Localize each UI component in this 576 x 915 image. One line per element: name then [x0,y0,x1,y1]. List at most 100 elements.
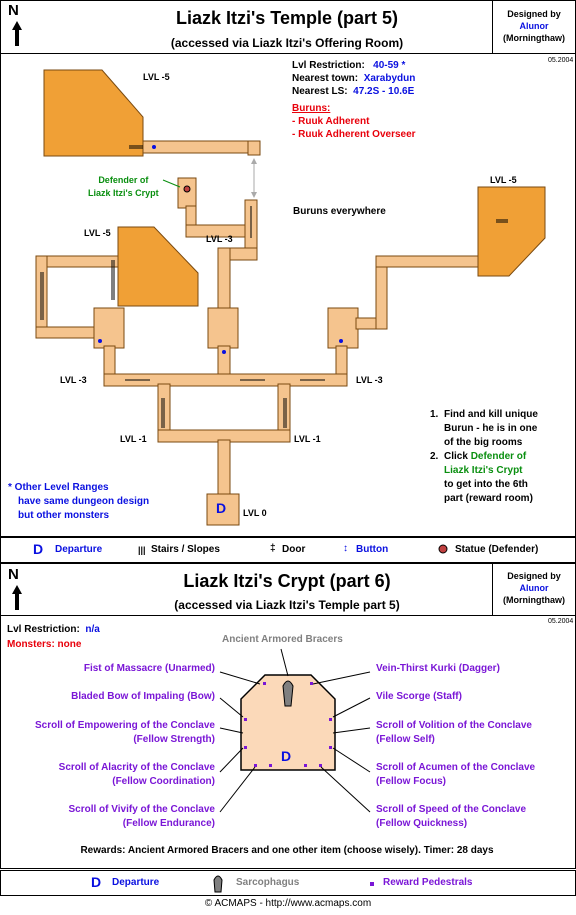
nearest-ls-label: Nearest LS: [292,86,348,97]
map1-dungeon-layout [35,69,546,526]
designed-by-label: Designed by [507,9,561,19]
corridor-top-left-end [247,140,261,156]
burun-2: - Ruuk Adherent Overseer [292,129,416,140]
lvl-label-right: LVL -5 [490,175,517,185]
defender-room [177,177,197,209]
designer-server: (Morningthaw) [503,33,565,43]
buruns-label: Buruns: [292,103,331,114]
corridor-to-entry [217,439,231,497]
step1-line1: Find and kill unique [444,409,538,420]
left-item-3-desc: (Fellow Strength) [133,734,215,745]
departure-marker[interactable]: D [216,500,227,516]
legend2-departure: Departure [112,877,160,888]
burun-1: - Ruuk Adherent [292,116,370,127]
map1-date: 05.2004 [548,57,574,64]
defender-label-line1: Defender of [98,175,149,185]
right-item-4-desc: (Fellow Focus) [376,776,446,787]
step2-link-line1[interactable]: Defender of [470,451,527,462]
lvl-restriction-value: 40-59 * [373,60,406,71]
other-levels-line3: but other monsters [18,510,110,521]
corridor-left-loop-bottom [35,326,97,339]
step1-line3: of the big rooms [444,437,523,448]
left-item-1-name: Fist of Massacre (Unarmed) [83,663,215,674]
right-item-1-name: Vein-Thirst Kurki (Dagger) [376,663,500,674]
step2-line3: to get into the 6th [444,479,528,490]
lvl-label-left-minus1: LVL -1 [120,434,147,444]
footer-credit[interactable]: © ACMAPS - http://www.acmaps.com [204,898,372,909]
step2-link-line2[interactable]: Liazk Itzi's Crypt [444,465,523,476]
room-right [477,186,546,277]
right-item-5-name: Scroll of Speed of the Conclave [376,804,527,815]
crypt-departure-marker[interactable]: D [281,748,292,764]
step1-line2: Burun - he is in one [444,423,538,434]
left-item-3-name: Scroll of Empowering of the Conclave [34,720,215,731]
map2-title: Liazk Itzi's Crypt (part 6) [183,571,391,591]
left-item-4: Scroll of Alacrity of the Conclave (Fell… [59,761,215,789]
center-mid-room [207,307,239,349]
step1-number: 1. [430,409,439,420]
door-icon: ‡ [270,543,276,554]
corridor-center-down [217,247,231,311]
defender-label-line2: Liazk Itzi's Crypt [88,188,159,198]
map1-compass: N [6,2,28,48]
map1-designer-box: Designed by Alunor (Morningthaw) [492,0,575,53]
right-item-3-desc: (Fellow Self) [376,734,435,745]
buruns-everywhere: Buruns everywhere [293,206,386,217]
designer-name-2: Alunor [519,583,549,593]
right-item-5: Scroll of Speed of the Conclave (Fellow … [376,803,526,831]
corridor-main-lvl3 [103,373,348,387]
lvl-label-center-minus3: LVL -3 [206,234,233,244]
legend-stairs: Stairs / Slopes [151,544,220,555]
right-item-3-name: Scroll of Volition of the Conclave [376,720,532,731]
corridor-right-top [375,255,479,268]
compass-arrow-icon [12,21,22,46]
legend2-pedestals: Reward Pedestrals [383,877,473,888]
map2-legend [0,870,576,896]
lvl-label-right-minus3: LVL -3 [356,375,383,385]
lvl-label-mid-left: LVL -5 [84,228,111,238]
stairs-icon: ||| [138,545,146,555]
left-item-1: Fist of Massacre (Unarmed) [84,663,215,674]
legend2-departure-icon: D [91,874,102,890]
right-item-2: Vile Scorge (Staff) [376,691,462,702]
lvl-label-left-minus3: LVL -3 [60,375,87,385]
lvl-label-top-left: LVL -5 [143,72,170,82]
room-top-left [43,69,144,157]
designed-by-label-2: Designed by [507,571,561,581]
right-item-4-name: Scroll of Acumen of the Conclave [376,762,536,773]
nearest-town-value: Xarabydun [363,73,416,84]
map1-header [0,0,576,55]
right-item-4: Scroll of Acumen of the Conclave (Fellow… [376,761,535,789]
left-item-4-name: Scroll of Alacrity of the Conclave [58,762,215,773]
room-mid-left [117,226,199,307]
right-item-1: Vein-Thirst Kurki (Dagger) [376,663,500,674]
step2-line4: part (reward room) [444,493,533,504]
designer-name: Alunor [519,21,549,31]
left-item-3: Scroll of Empowering of the Conclave (Fe… [35,719,215,747]
legend-departure: Departure [55,544,103,555]
other-levels-line1: * Other Level Ranges [8,482,109,493]
map2-lvl-value: n/a [85,624,100,635]
other-levels-note: * Other Level Ranges have same dungeon d… [8,481,149,523]
map2-designer-box: Designed by Alunor (Morningthaw) [492,563,575,615]
map2-subtitle: (accessed via Liazk Itzi's Temple part 5… [174,598,400,612]
map1-subtitle: (accessed via Liazk Itzi's Offering Room… [170,36,404,50]
left-item-5: Scroll of Vivify of the Conclave (Fellow… [68,803,215,831]
legend-button: Button [356,544,389,555]
corridor-left-loop-top [35,255,121,268]
right-mid-room [327,307,359,349]
entry-room [206,493,240,526]
designer-server-2: (Morningthaw) [503,595,565,605]
nearest-town-label: Nearest town: [292,73,359,84]
legend-departure-icon: D [33,541,44,557]
lvl-restriction-label: Lvl Restriction: [292,60,365,71]
defender-label[interactable]: Defender of Liazk Itzi's Crypt [88,174,159,200]
bracers-label: Ancient Armored Bracers [222,634,343,645]
map1-title: Liazk Itzi's Temple (part 5) [176,8,398,28]
lvl-label-right-minus1: LVL -1 [294,434,321,444]
nearest-ls-value: 47.2S - 10.6E [353,86,415,97]
left-item-2: Bladed Bow of Impaling (Bow) [71,691,215,702]
left-item-4-desc: (Fellow Coordination) [112,776,215,787]
compass-arrow-icon-2 [12,585,22,610]
step2-number: 2. [430,451,439,462]
